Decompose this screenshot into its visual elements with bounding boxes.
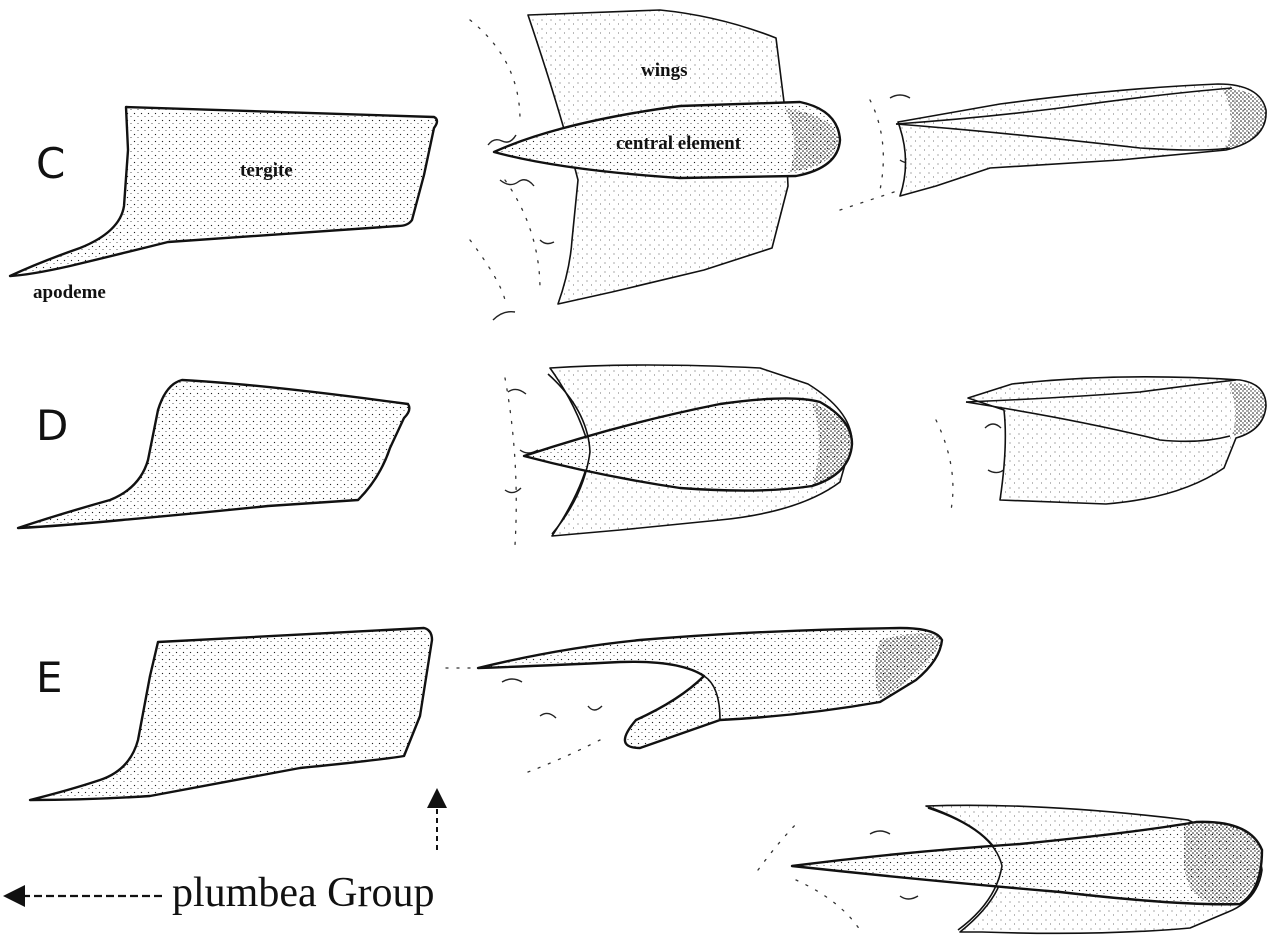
- row-letter-c: C: [36, 139, 65, 188]
- aedeagus-lateral-c: [840, 84, 1266, 210]
- row-d: D: [18, 365, 1266, 545]
- label-wings: wings: [641, 60, 687, 81]
- tergite-e: [30, 628, 432, 800]
- label-apodeme: apodeme: [33, 282, 106, 303]
- aedeagus-ventral-c: wings central element: [470, 10, 840, 320]
- tergite-c: tergite apodeme: [10, 107, 437, 303]
- label-tergite: tergite: [240, 160, 293, 181]
- aedeagus-lateral-e: [446, 628, 942, 772]
- tergite-d: [18, 380, 409, 528]
- aedeagus-ventral-e: [758, 805, 1262, 933]
- aedeagus-lateral-d: [936, 377, 1266, 515]
- group-caption: plumbea Group: [172, 870, 434, 916]
- aedeagus-ventral-d: [505, 365, 852, 545]
- row-letter-e: E: [36, 653, 63, 702]
- row-letter-d: D: [36, 401, 68, 450]
- label-central-element: central element: [616, 133, 742, 154]
- row-c: C tergite apodeme wings central element: [10, 10, 1266, 320]
